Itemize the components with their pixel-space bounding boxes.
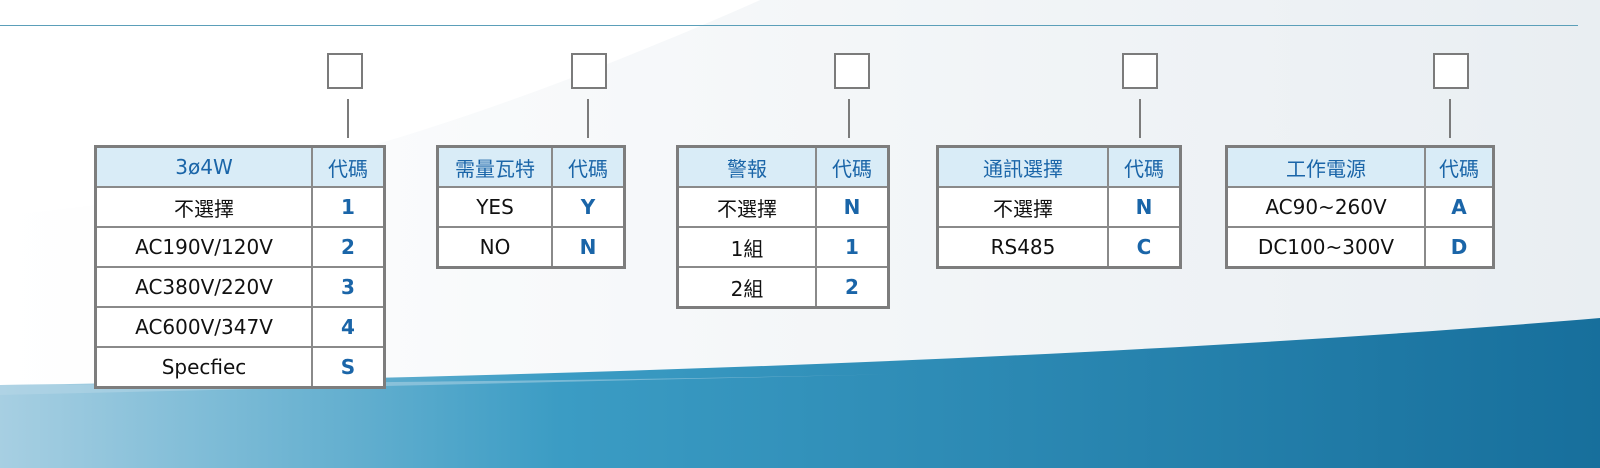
table-row: 不選擇 N (676, 186, 890, 228)
row-code: C (1107, 226, 1182, 269)
row-code: S (311, 346, 386, 389)
row-code: N (551, 226, 626, 269)
voltage-code-table: 3ø4W 代碼 不選擇 1 AC190V/120V 2 AC380V/220V … (94, 145, 386, 389)
row-label: RS485 (936, 226, 1109, 269)
row-label: AC90~260V (1225, 186, 1426, 228)
table-row: AC380V/220V 3 (94, 266, 386, 308)
alarm-code-table: 警報 代碼 不選擇 N 1組 1 2組 2 (676, 145, 890, 309)
header-label: 警報 (676, 145, 817, 188)
row-code: Y (551, 186, 626, 228)
table-header-row: 警報 代碼 (676, 145, 890, 188)
table-header-row: 工作電源 代碼 (1225, 145, 1495, 188)
row-code: 4 (311, 306, 386, 348)
table-header-row: 通訊選擇 代碼 (936, 145, 1182, 188)
row-label: DC100~300V (1225, 226, 1426, 269)
header-code: 代碼 (1424, 145, 1495, 188)
row-label: AC190V/120V (94, 226, 313, 268)
table-row: Specfiec S (94, 346, 386, 389)
table-row: 2組 2 (676, 266, 890, 309)
connector-line-5 (1449, 99, 1451, 138)
header-code: 代碼 (311, 145, 386, 188)
row-code: N (815, 186, 890, 228)
table-header-row: 3ø4W 代碼 (94, 145, 386, 188)
table-row: AC90~260V A (1225, 186, 1495, 228)
header-label: 通訊選擇 (936, 145, 1109, 188)
row-label: AC380V/220V (94, 266, 313, 308)
row-code: 1 (311, 186, 386, 228)
row-code: 3 (311, 266, 386, 308)
power-supply-code-table: 工作電源 代碼 AC90~260V A DC100~300V D (1225, 145, 1495, 269)
top-divider-line (0, 25, 1578, 26)
communication-code-table: 通訊選擇 代碼 不選擇 N RS485 C (936, 145, 1182, 269)
table-row: RS485 C (936, 226, 1182, 269)
header-label: 工作電源 (1225, 145, 1426, 188)
connector-line-1 (347, 99, 349, 138)
row-label: 2組 (676, 266, 817, 309)
connector-line-3 (848, 99, 850, 138)
header-label: 需量瓦特 (436, 145, 553, 188)
row-code: D (1424, 226, 1495, 269)
table-row: YES Y (436, 186, 626, 228)
row-code: 2 (311, 226, 386, 268)
table-row: AC190V/120V 2 (94, 226, 386, 268)
code-slot-box-5 (1433, 53, 1469, 89)
table-row: NO N (436, 226, 626, 269)
code-slot-box-4 (1122, 53, 1158, 89)
code-slot-box-3 (834, 53, 870, 89)
connector-line-4 (1139, 99, 1141, 138)
connector-line-2 (587, 99, 589, 138)
row-label: AC600V/347V (94, 306, 313, 348)
table-row: 1組 1 (676, 226, 890, 268)
row-label: NO (436, 226, 553, 269)
table-row: AC600V/347V 4 (94, 306, 386, 348)
code-slot-box-1 (327, 53, 363, 89)
row-label: 1組 (676, 226, 817, 268)
row-label: YES (436, 186, 553, 228)
row-label: 不選擇 (676, 186, 817, 228)
row-code: 1 (815, 226, 890, 268)
row-label: 不選擇 (936, 186, 1109, 228)
header-label: 3ø4W (94, 145, 313, 188)
demand-watt-code-table: 需量瓦特 代碼 YES Y NO N (436, 145, 626, 269)
header-code: 代碼 (1107, 145, 1182, 188)
table-row: 不選擇 N (936, 186, 1182, 228)
row-code: N (1107, 186, 1182, 228)
header-code: 代碼 (551, 145, 626, 188)
header-code: 代碼 (815, 145, 890, 188)
row-label: Specfiec (94, 346, 313, 389)
table-row: 不選擇 1 (94, 186, 386, 228)
row-label: 不選擇 (94, 186, 313, 228)
table-row: DC100~300V D (1225, 226, 1495, 269)
code-slot-box-2 (571, 53, 607, 89)
table-header-row: 需量瓦特 代碼 (436, 145, 626, 188)
row-code: 2 (815, 266, 890, 309)
row-code: A (1424, 186, 1495, 228)
